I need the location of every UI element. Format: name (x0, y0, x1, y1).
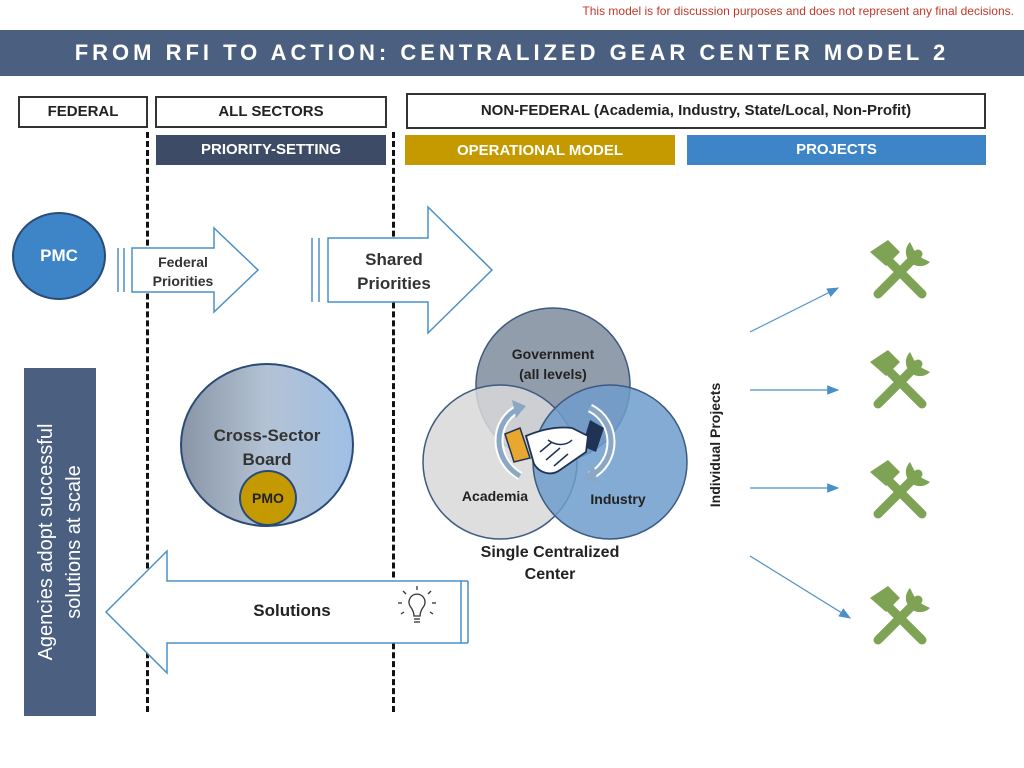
project-arrow-4 (749, 555, 852, 619)
venn-academia-label: Academia (461, 488, 529, 504)
cross-sector-board-line1: Cross-Sector (213, 426, 321, 445)
venn-government-label: Government (all levels) (483, 344, 623, 384)
individual-projects-label: Individual Projects (707, 382, 723, 508)
venn-caption-line1: Single Centralized (480, 544, 620, 561)
title-bar (0, 30, 1024, 76)
venn-caption: Single Centralized Center (460, 542, 640, 586)
agencies-adopt-label: Agencies adopt successful solutions at s… (32, 392, 88, 692)
divider-federal (146, 132, 149, 712)
header-non-federal: NON-FEDERAL (Academia, Industry, State/L… (406, 93, 986, 129)
federal-priorities-line2: Priorities (152, 273, 214, 289)
hammer-wrench-icon (870, 240, 930, 299)
shared-priorities-line1: Shared (365, 250, 423, 269)
band-projects: PROJECTS (687, 135, 986, 165)
federal-priorities-arrow (117, 226, 260, 314)
solutions-label: Solutions (253, 601, 331, 620)
hammer-wrench-icon (870, 586, 930, 645)
federal-priorities-label: Federal Priorities (134, 253, 232, 291)
header-federal: FEDERAL (18, 96, 148, 128)
band-priority-setting: PRIORITY-SETTING (156, 135, 386, 165)
shared-priorities-label: Shared Priorities (330, 248, 458, 296)
hammer-wrench-icon (870, 460, 930, 519)
venn-government-line2: (all levels) (519, 366, 587, 382)
cross-sector-board-label: Cross-Sector Board (180, 424, 354, 472)
shared-priorities-arrow (311, 205, 494, 335)
federal-priorities-line1: Federal (158, 254, 208, 270)
project-arrow-1 (749, 287, 840, 333)
venn-caption-line2: Center (524, 566, 576, 583)
divider-non-federal (392, 132, 395, 712)
pmo-circle (239, 470, 297, 526)
solutions-arrow (104, 549, 469, 675)
band-operational-model: OPERATIONAL MODEL (405, 135, 675, 165)
pmc-circle (12, 212, 106, 300)
pmc-label: PMC (40, 246, 78, 265)
agencies-adopt-bar (24, 368, 96, 716)
agencies-adopt-line1: Agencies adopt successful (35, 423, 57, 661)
individual-projects-container: Individual Projects (700, 360, 730, 530)
agencies-adopt-line2: solutions at scale (63, 465, 85, 619)
page-title: FROM RFI TO ACTION: CENTRALIZED GEAR CEN… (74, 40, 950, 65)
cycle-arrows (494, 400, 616, 484)
header-all-sectors: ALL SECTORS (155, 96, 387, 128)
shared-priorities-line2: Priorities (357, 274, 431, 293)
disclaimer-text: This model is for discussion purposes an… (582, 4, 1014, 18)
hammer-wrench-icon (870, 350, 930, 409)
agencies-adopt-container: Agencies adopt successful solutions at s… (24, 368, 96, 716)
pmo-label: PMO (252, 490, 284, 506)
handshake-icon (504, 420, 604, 475)
venn-industry-label: Industry (590, 491, 646, 507)
cross-sector-board-line2: Board (242, 450, 292, 469)
lightbulb-icon (398, 586, 436, 623)
venn-government-line1: Government (511, 346, 595, 362)
